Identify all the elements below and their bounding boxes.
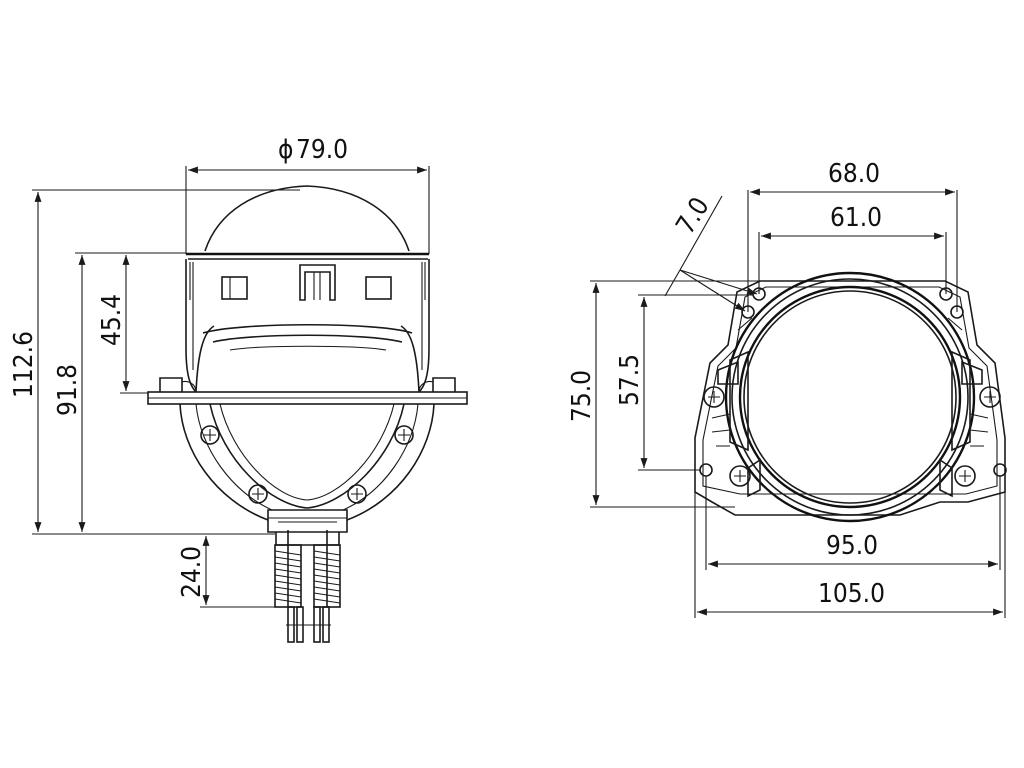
rear-view: 68.0 61.0 7.0 75.0 57.5 95.0 105.0 <box>567 159 1007 618</box>
housing-window-right <box>365 276 392 300</box>
screw-icon <box>200 425 414 504</box>
front-view: ϕ 79.0 112.6 91.8 45.4 24.0 <box>9 135 468 643</box>
dim-body-height: 91.8 <box>53 364 83 416</box>
upper-housing <box>185 259 197 393</box>
housing-window-left <box>221 276 248 300</box>
connector-threads <box>274 530 341 608</box>
lower-body <box>179 403 269 521</box>
dim-hole-horizontal-span: 95.0 <box>826 531 878 561</box>
screw-icon <box>703 386 1001 487</box>
dim-upper-height: 45.4 <box>97 294 127 346</box>
side-clips <box>711 317 989 498</box>
dim-hole-vertical-span: 57.5 <box>615 354 645 406</box>
dim-inner-hole-span: 61.0 <box>830 203 882 233</box>
dim-connector-length: 24.0 <box>177 546 207 598</box>
dim-overall-width: 105.0 <box>818 579 885 609</box>
connector-pins <box>286 606 331 643</box>
reflector-rim <box>202 323 413 334</box>
connector-base <box>267 509 348 533</box>
dim-diameter-symbol: ϕ <box>278 135 293 165</box>
dim-overall-height: 112.6 <box>9 331 39 398</box>
housing-clip <box>299 264 336 301</box>
lens-outer-ring <box>724 271 976 523</box>
dim-outer-hole-span: 68.0 <box>828 159 880 189</box>
dim-offset: 7.0 <box>670 192 715 239</box>
lens-dome <box>204 185 410 252</box>
dim-diameter: 79.0 <box>296 135 348 165</box>
dim-flange-height: 75.0 <box>567 370 597 422</box>
flange-outline <box>694 280 1006 516</box>
